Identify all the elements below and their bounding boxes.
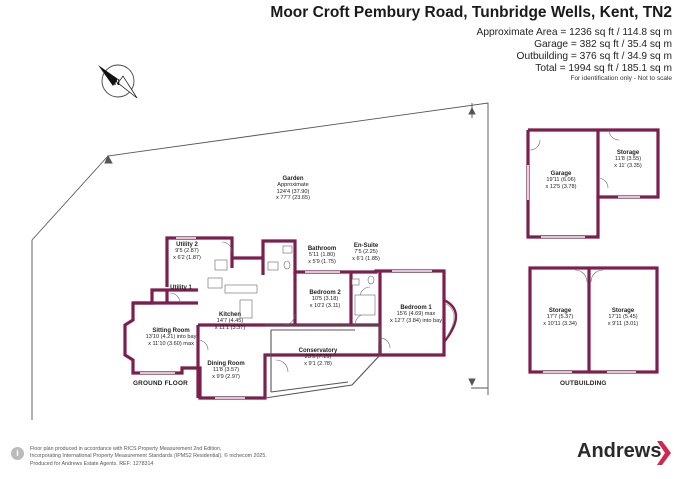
garden-boundary [31, 102, 489, 420]
room-conservatory: Conservatory 23'5 (7.15) x 9'1 (2.78) [298, 348, 338, 367]
room-bedroom-1: Bedroom 1 15'6 (4.69) max x 12'7 (3.84) … [389, 305, 443, 324]
info-icon: i [11, 447, 24, 460]
footer-line-1: Floor plan produced in accordance with R… [30, 446, 222, 452]
ground-floor-label: GROUND FLOOR [133, 380, 188, 387]
room-storage-outbuilding-1: Storage 17'7 (5.37) x 10'11 (3.34) [543, 308, 577, 327]
disclaimer-note: For identification only - Not to scale [570, 75, 672, 82]
outbuilding-walls [528, 266, 659, 374]
area-garage: Garage = 382 sq ft / 35.4 sq m [534, 39, 672, 50]
page-title: Moor Croft Pembury Road, Tunbridge Wells… [270, 4, 672, 21]
room-utility-1: Utility 1 [170, 285, 192, 291]
footer-notes: Floor plan produced in accordance with R… [30, 446, 267, 468]
area-approx: Approximate Area = 1236 sq ft / 114.8 sq… [476, 27, 672, 38]
room-en-suite: En-Suite 7'5 (2.25) x 6'1 (1.85) [352, 243, 380, 262]
room-dining-room: Dining Room 11'8 (3.57) x 9'9 (2.97) [207, 361, 245, 380]
area-total: Total = 1994 sq ft / 185.1 sq m [535, 63, 672, 74]
conservatory-outline [264, 324, 381, 399]
outbuilding-label: OUTBUILDING [560, 380, 607, 387]
garage-walls [526, 128, 660, 239]
room-bathroom: Bathroom 5'11 (1.80) x 5'9 (1.75) [307, 246, 337, 265]
room-garden: Garden Approximate 124'4 (37.90) x 77'7 … [275, 176, 311, 202]
brand-logo: Andrews [577, 440, 662, 462]
footer-line-2: Incorporating International Property Mea… [30, 453, 267, 460]
room-kitchen: Kitchen 14'7 (4.45) x 11'1 (3.37) [214, 312, 246, 331]
compass-n-label: N [114, 78, 120, 87]
area-outbuilding: Outbuilding = 376 sq ft / 34.9 sq m [516, 51, 672, 62]
compass-icon: N [98, 64, 138, 99]
room-utility-2: Utility 2 9'5 (2.87) x 6'2 (1.87) [173, 242, 201, 261]
room-sitting-room: Sitting Room 13'10 (4.21) into bay x 11'… [145, 328, 197, 347]
room-storage-garage: Storage 11'8 (3.55) x 11' (3.35) [614, 150, 642, 169]
room-garage: Garage 19'11 (6.06) x 12'5 (3.78) [545, 171, 577, 190]
room-storage-outbuilding-2: Storage 17'11 (5.45) x 9'11 (3.01) [607, 308, 639, 327]
room-bedroom-2: Bedroom 2 10'5 (3.18) x 10'2 (3.11) [309, 290, 341, 309]
brand-chevron-icon [657, 441, 671, 465]
footer-line-3: Produced for Andrews Estate Agents. REF:… [30, 460, 154, 467]
